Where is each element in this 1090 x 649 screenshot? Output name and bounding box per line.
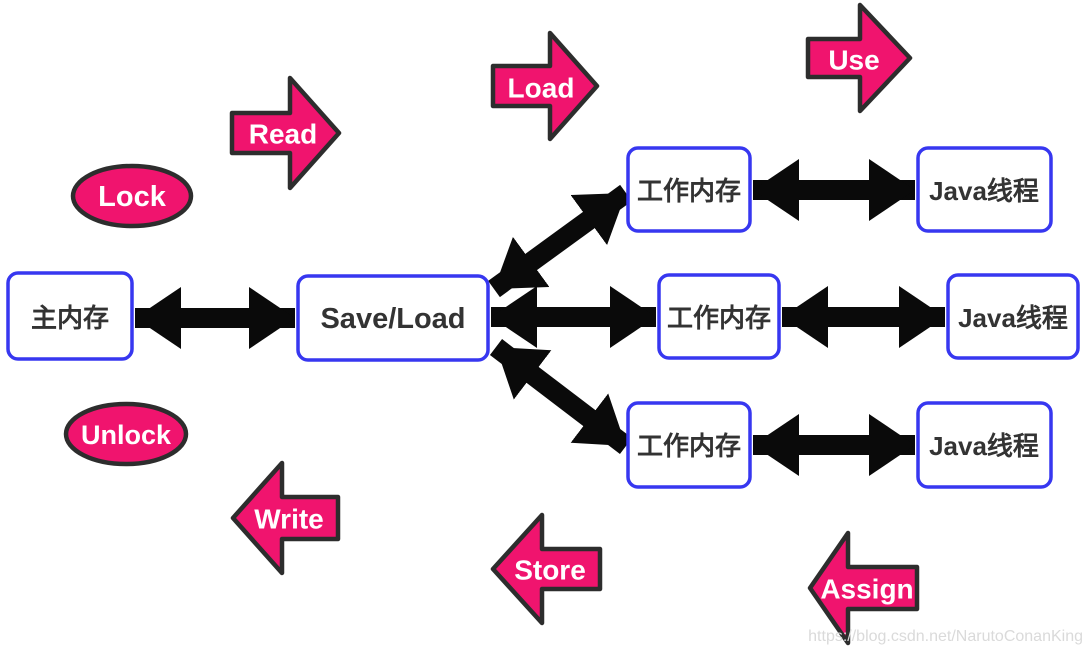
store-arrow-label: Store xyxy=(514,555,586,586)
connector-saveload-working-memory-top xyxy=(488,184,632,298)
main-memory-label: 主内存 xyxy=(31,303,109,333)
java-thread-bottom-label: Java线程 xyxy=(929,431,1039,461)
write-arrow-label: Write xyxy=(254,504,324,535)
working-memory-bottom-label: 工作内存 xyxy=(637,431,741,461)
load-arrow-icon xyxy=(490,30,600,142)
unlock-label: Unlock xyxy=(81,420,172,450)
operation-arrows: Read Load Use Write Store Assign xyxy=(229,2,920,646)
java-thread-top-label: Java线程 xyxy=(929,176,1039,206)
store-arrow-icon xyxy=(490,512,603,626)
java-thread-middle-box xyxy=(946,273,1080,360)
connector-saveload-working-memory-bottom xyxy=(489,339,633,454)
load-arrow-label: Load xyxy=(508,73,575,104)
lock-ellipse xyxy=(70,163,194,229)
main-memory-box xyxy=(6,271,134,361)
nodes: 主内存 Save/Load 工作内存 Java线程 工作内存 Java线程 工作… xyxy=(6,146,1080,489)
read-arrow-icon xyxy=(229,75,342,191)
operation-ellipses: Lock Unlock xyxy=(63,163,194,467)
working-memory-bottom-box xyxy=(626,401,752,489)
working-memory-top-label: 工作内存 xyxy=(637,176,741,206)
use-arrow-icon xyxy=(805,2,913,114)
java-thread-top-box xyxy=(916,146,1053,233)
working-memory-middle-label: 工作内存 xyxy=(667,303,771,333)
working-memory-top-box xyxy=(626,146,752,233)
unlock-ellipse xyxy=(63,401,189,467)
watermark-text: https://blog.csdn.net/NarutoConanKing xyxy=(808,628,1083,645)
assign-arrow-label: Assign xyxy=(820,574,913,605)
save-load-label: Save/Load xyxy=(320,303,465,335)
lock-label: Lock xyxy=(98,181,167,213)
java-thread-middle-label: Java线程 xyxy=(958,303,1068,333)
connectors xyxy=(135,159,945,476)
assign-arrow-icon xyxy=(807,530,920,646)
write-arrow-icon xyxy=(230,460,341,576)
save-load-box xyxy=(296,274,490,362)
working-memory-middle-box xyxy=(657,273,781,360)
read-arrow-label: Read xyxy=(249,119,317,150)
java-thread-bottom-box xyxy=(916,401,1053,489)
use-arrow-label: Use xyxy=(828,45,879,76)
